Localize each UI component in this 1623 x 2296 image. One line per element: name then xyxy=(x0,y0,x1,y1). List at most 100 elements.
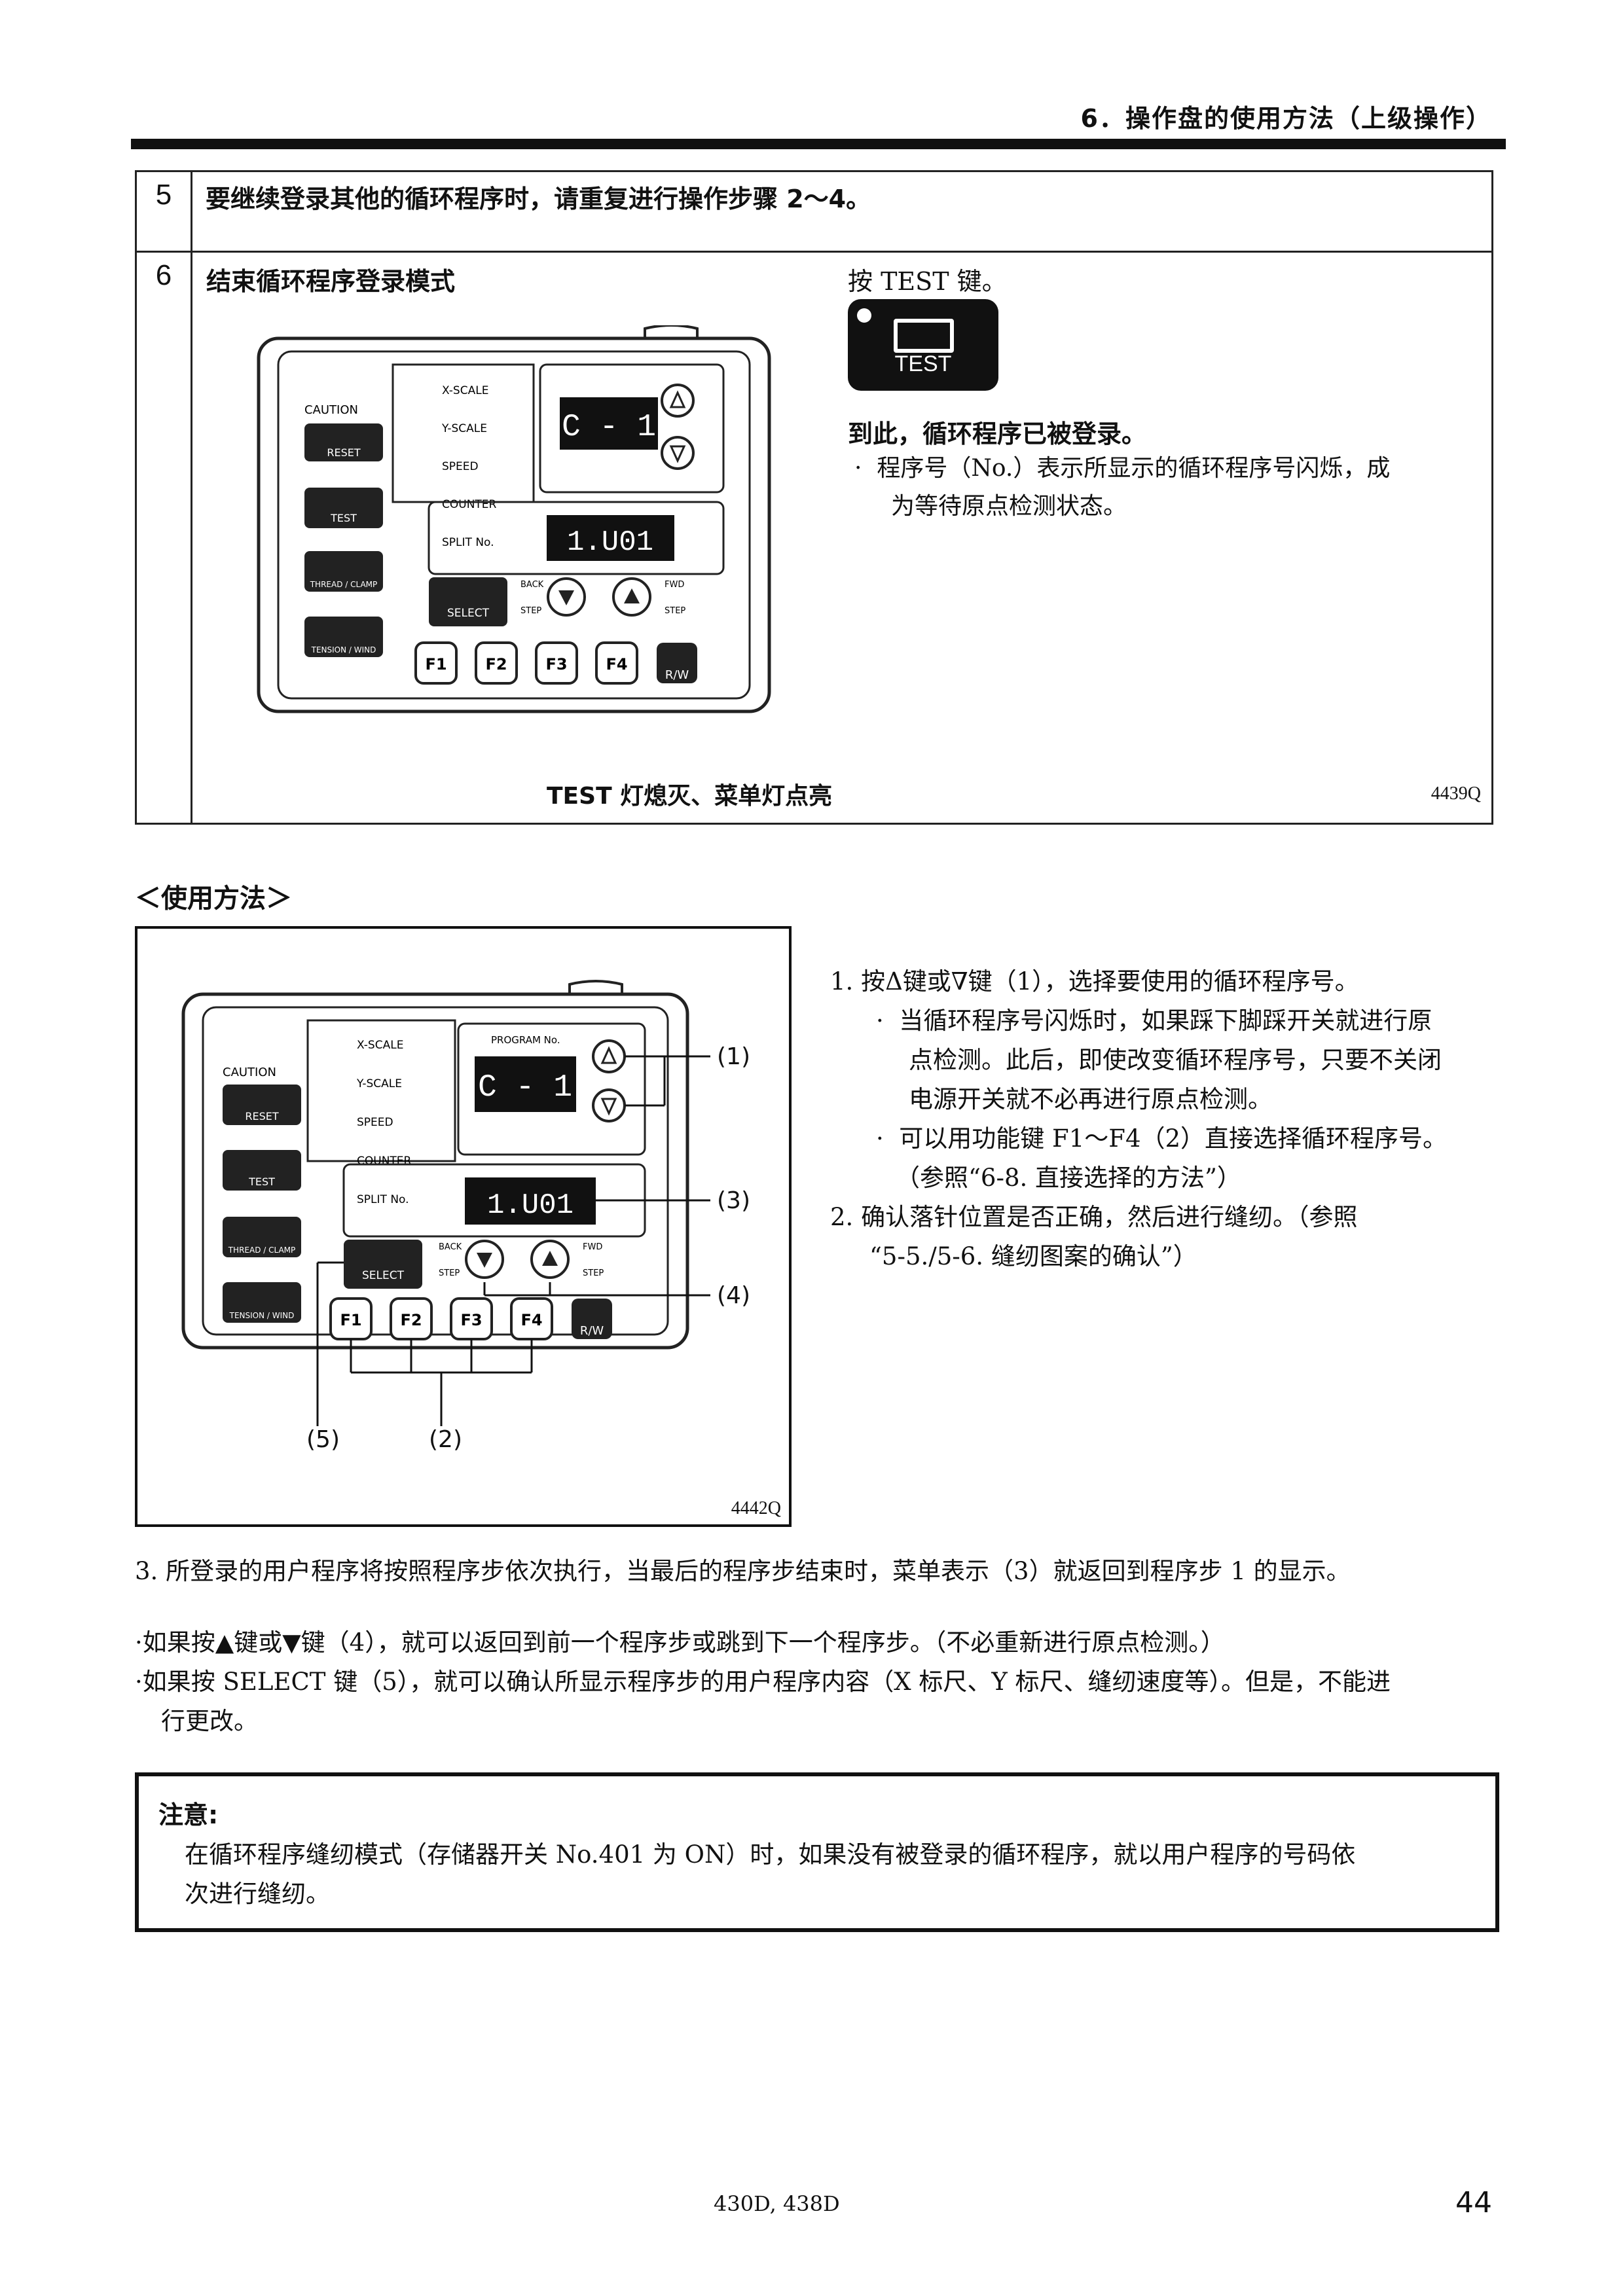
svg-text:F3: F3 xyxy=(460,1311,482,1329)
svg-text:F4: F4 xyxy=(520,1311,542,1329)
callout-1: (1) xyxy=(717,1043,750,1070)
svg-text:SPEED: SPEED xyxy=(357,1116,393,1129)
caution-note-box: 注意: 在循环程序缝纫模式（存储器开关 No.401 为 ON）时，如果没有被登… xyxy=(135,1772,1499,1932)
svg-text:STEP: STEP xyxy=(520,606,541,616)
note-title: 注意: xyxy=(158,1801,219,1829)
f1-button[interactable] xyxy=(414,641,458,685)
up-triangle-button[interactable] xyxy=(592,1039,626,1073)
svg-text:R/W: R/W xyxy=(665,668,689,682)
svg-text:FWD: FWD xyxy=(665,580,684,590)
svg-text:F1: F1 xyxy=(425,655,447,673)
f4-button[interactable] xyxy=(595,641,638,685)
usage-notes: ·如果按▲键或▼键（4），就可以返回到前一个程序步或跳到下一个程序步。（不必重新… xyxy=(135,1623,1497,1741)
rw-button[interactable] xyxy=(657,643,697,683)
note-bullet: ·如果按 SELECT 键（5），就可以确认所显示程序步的用户程序内容（X 标尺… xyxy=(135,1668,1391,1696)
step-6-content: 结束循环程序登录模式 CAUTION RESET TEST THREAD / C… xyxy=(191,251,1493,825)
result-bullet: · 程序号（No.）表示所显示的循环程序号闪烁，成 为等待原点检测状态。 xyxy=(854,455,1391,520)
svg-text:C - 1: C - 1 xyxy=(478,1070,572,1105)
svg-text:BACK: BACK xyxy=(439,1242,462,1252)
figure-id: 4442Q xyxy=(731,1498,781,1518)
select-button[interactable] xyxy=(344,1240,422,1289)
svg-text:1.U01: 1.U01 xyxy=(567,526,653,559)
svg-text:COUNTER: COUNTER xyxy=(442,498,497,511)
usage-item-2: 2. 确认落针位置是否正确，然后进行缝纫。（参照 xyxy=(830,1203,1358,1231)
f3-button[interactable] xyxy=(535,641,578,685)
svg-text:TENSION / WIND: TENSION / WIND xyxy=(311,645,376,655)
svg-text:F2: F2 xyxy=(400,1311,422,1329)
f2-button[interactable] xyxy=(475,641,518,685)
callout-4: (4) xyxy=(717,1282,750,1309)
svg-text:BACK: BACK xyxy=(520,580,544,590)
usage-heading: ＜使用方法＞ xyxy=(135,884,292,914)
svg-text:SPEED: SPEED xyxy=(442,460,479,473)
svg-text:TEST: TEST xyxy=(248,1175,275,1188)
svg-text:R/W: R/W xyxy=(580,1324,604,1338)
svg-text:F4: F4 xyxy=(606,655,627,673)
thread-clamp-button[interactable] xyxy=(223,1217,301,1257)
test-button[interactable] xyxy=(304,488,383,528)
test-key-icon: TEST xyxy=(848,299,998,391)
usage-item-1: 1. 按Δ键或∇键（1），选择要使用的循环程序号。 xyxy=(830,967,1359,996)
callout-3: (3) xyxy=(717,1187,750,1214)
tension-wind-button[interactable] xyxy=(304,617,383,657)
svg-text:TEST: TEST xyxy=(330,512,357,524)
svg-text:FWD: FWD xyxy=(583,1242,602,1252)
tension-wind-button[interactable] xyxy=(223,1282,301,1323)
split-display xyxy=(465,1177,596,1225)
step-row-6: 6 结束循环程序登录模式 CAUTION RESET TEST THREAD /… xyxy=(135,251,1493,825)
figure-id: 4439Q xyxy=(1431,783,1481,804)
steps-table: 5 要继续登录其他的循环程序时，请重复进行操作步骤 2～4。 6 结束循环程序登… xyxy=(135,170,1493,825)
svg-text:RESET: RESET xyxy=(245,1110,278,1122)
callout-5: (5) xyxy=(306,1426,340,1453)
step-row-5: 5 要继续登录其他的循环程序时，请重复进行操作步骤 2～4。 xyxy=(135,170,1493,253)
step-number: 6 xyxy=(135,251,192,825)
header-rule xyxy=(131,139,1506,149)
svg-text:Y-SCALE: Y-SCALE xyxy=(441,422,487,435)
callout-lines xyxy=(316,1055,710,1426)
down-triangle-button[interactable] xyxy=(592,1088,626,1122)
svg-text:SELECT: SELECT xyxy=(362,1269,405,1282)
step-number: 5 xyxy=(135,170,192,253)
caution-label: CAUTION xyxy=(304,403,358,417)
test-button[interactable] xyxy=(223,1150,301,1191)
svg-text:STEP: STEP xyxy=(665,606,685,616)
reset-button[interactable] xyxy=(223,1085,301,1125)
footer-model: 430D, 438D xyxy=(714,2191,840,2216)
svg-text:X-SCALE: X-SCALE xyxy=(357,1039,403,1052)
svg-text:SELECT: SELECT xyxy=(447,607,490,620)
down-triangle-button[interactable] xyxy=(661,436,695,470)
callout-2: (2) xyxy=(429,1426,462,1453)
svg-text:PROGRAM No.: PROGRAM No. xyxy=(491,1034,560,1046)
svg-text:THREAD / CLAMP: THREAD / CLAMP xyxy=(310,580,378,589)
program-display xyxy=(560,397,658,450)
svg-text:F1: F1 xyxy=(340,1311,361,1329)
step-text: 要继续登录其他的循环程序时，请重复进行操作步骤 2～4。 xyxy=(191,170,1493,253)
section-title: 6．操作盘的使用方法（上级操作） xyxy=(1080,104,1492,133)
select-button[interactable] xyxy=(429,577,507,626)
svg-text:COUNTER: COUNTER xyxy=(357,1155,412,1168)
svg-text:F2: F2 xyxy=(485,655,507,673)
svg-text:STEP: STEP xyxy=(583,1268,604,1278)
svg-text:THREAD / CLAMP: THREAD / CLAMP xyxy=(228,1246,296,1255)
svg-text:C - 1: C - 1 xyxy=(562,410,656,445)
rw-button[interactable] xyxy=(572,1299,612,1339)
svg-text:RESET: RESET xyxy=(327,446,360,459)
function-keys: F1 F2 F3 F4 R/W xyxy=(414,641,697,685)
svg-text:X-SCALE: X-SCALE xyxy=(442,384,488,397)
program-display xyxy=(475,1056,576,1112)
note-text: 在循环程序缝纫模式（存储器开关 No.401 为 ON）时，如果没有被登录的循环… xyxy=(185,1840,1356,1908)
svg-text:CAUTION: CAUTION xyxy=(223,1066,276,1079)
usage-item-3: 3. 所登录的用户程序将按照程序步依次执行，当最后的程序步结束时，菜单表示（3）… xyxy=(135,1557,1351,1585)
reset-button[interactable] xyxy=(304,423,383,461)
usage-bullet: · 可以用功能键 F1～F4（2）直接选择循环程序号。 xyxy=(876,1124,1448,1153)
svg-text:F3: F3 xyxy=(545,655,567,673)
svg-text:TENSION / WIND: TENSION / WIND xyxy=(229,1311,295,1320)
note-bullet: ·如果按▲键或▼键（4），就可以返回到前一个程序步或跳到下一个程序步。（不必重新… xyxy=(135,1628,1225,1657)
up-triangle-button[interactable] xyxy=(661,384,695,418)
usage-figure: CAUTION RESET TEST THREAD / CLAMP TENSIO… xyxy=(135,926,792,1527)
result-heading: 到此，循环程序已被登录。 xyxy=(848,420,1147,448)
thread-clamp-button[interactable] xyxy=(304,551,383,592)
usage-instructions: 1. 按Δ键或∇键（1），选择要使用的循环程序号。 · 当循环程序号闪烁时，如果… xyxy=(830,962,1491,1276)
svg-text:Y-SCALE: Y-SCALE xyxy=(356,1077,402,1090)
instruction-text: 按 TEST 键。 xyxy=(848,267,1007,296)
